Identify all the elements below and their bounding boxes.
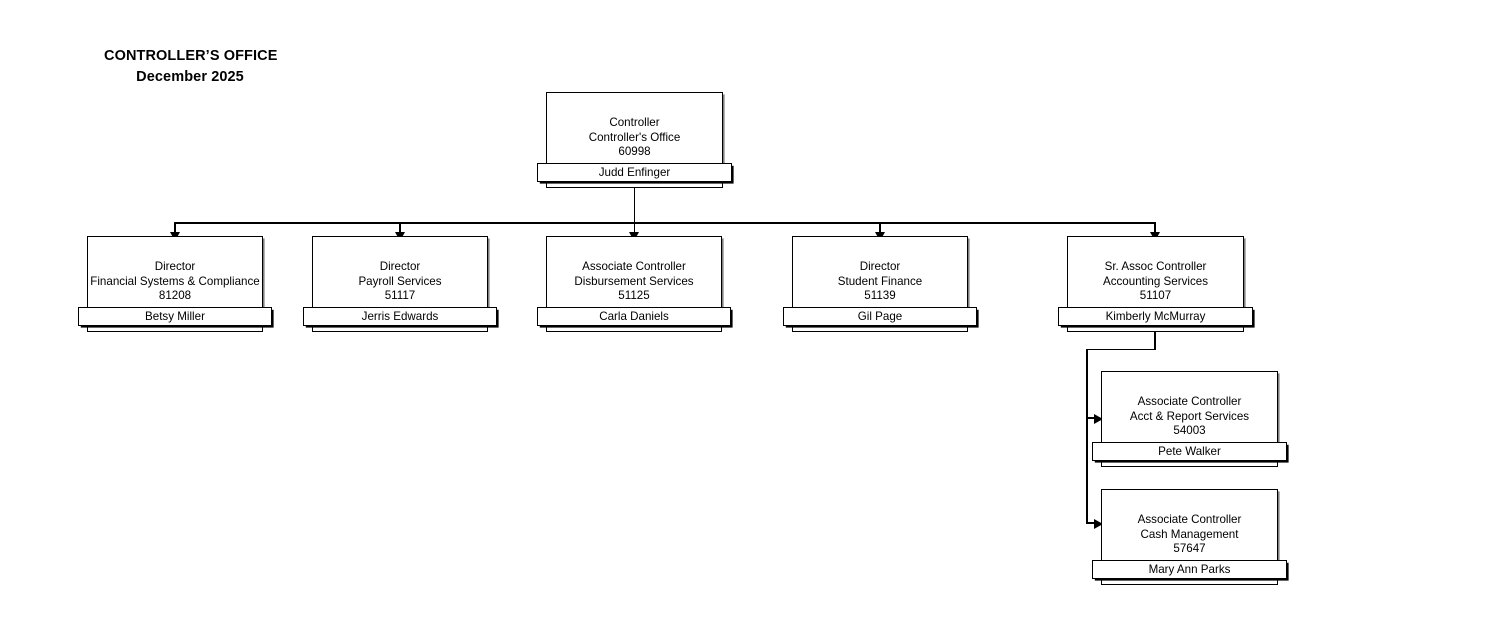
node-person-name: Gil Page bbox=[857, 310, 903, 323]
node-title: Director bbox=[379, 260, 421, 274]
node-name-plate: Jerris Edwards bbox=[303, 307, 497, 326]
node-body: Associate Controller Cash Management 576… bbox=[1101, 489, 1278, 564]
node-body: Controller Controller's Office 60998 bbox=[546, 92, 723, 167]
node-title: Associate Controller bbox=[1137, 513, 1242, 527]
connector-drop-child2 bbox=[399, 222, 401, 234]
node-title: Sr. Assoc Controller bbox=[1104, 260, 1207, 274]
node-name-plate: Mary Ann Parks bbox=[1092, 560, 1287, 579]
node-name-plate: Pete Walker bbox=[1092, 442, 1287, 461]
node-code: 51107 bbox=[1139, 289, 1172, 303]
node-department: Accounting Services bbox=[1102, 274, 1209, 288]
node-body: Director Financial Systems & Compliance … bbox=[87, 236, 263, 311]
node-name-plate: Gil Page bbox=[783, 307, 977, 326]
node-code: 81208 bbox=[158, 289, 192, 303]
node-person-name: Judd Enfinger bbox=[598, 166, 671, 179]
connector-root-stem bbox=[633, 186, 636, 223]
node-title: Controller bbox=[609, 116, 660, 130]
node-person-name: Jerris Edwards bbox=[361, 310, 439, 323]
node-name-plate: Betsy Miller bbox=[78, 307, 272, 326]
node-department: Acct & Report Services bbox=[1129, 409, 1250, 423]
node-body: Associate Controller Acct & Report Servi… bbox=[1101, 371, 1278, 446]
node-code: 57647 bbox=[1173, 542, 1206, 556]
node-code: 51117 bbox=[384, 289, 416, 303]
connector-into-grandchild2 bbox=[1086, 522, 1098, 524]
connector-drop-child5 bbox=[1154, 222, 1156, 234]
connector-child5-stem bbox=[1154, 331, 1156, 350]
node-title: Director bbox=[859, 260, 901, 274]
node-person-name: Kimberly McMurray bbox=[1105, 310, 1206, 323]
node-person-name: Pete Walker bbox=[1158, 445, 1221, 458]
node-body: Sr. Assoc Controller Accounting Services… bbox=[1067, 236, 1244, 311]
connector-drop-child1 bbox=[174, 222, 176, 234]
node-title: Associate Controller bbox=[1137, 395, 1242, 409]
node-department: Financial Systems & Compliance bbox=[90, 274, 260, 288]
node-person-name: Carla Daniels bbox=[599, 310, 669, 323]
node-department: Controller's Office bbox=[588, 130, 681, 144]
chart-title-line-1: CONTROLLER’S OFFICE bbox=[104, 48, 278, 64]
connector-child5-elbow bbox=[1086, 348, 1155, 351]
node-code: 54003 bbox=[1173, 424, 1206, 438]
node-code: 60998 bbox=[618, 145, 651, 159]
node-department: Payroll Services bbox=[358, 274, 442, 288]
arrow-grandchild1 bbox=[1094, 413, 1103, 424]
connector-grandchild-spine bbox=[1086, 348, 1088, 524]
node-body: Director Student Finance 51139 bbox=[792, 236, 968, 311]
node-body: Associate Controller Disbursement Servic… bbox=[546, 236, 722, 311]
node-department: Disbursement Services bbox=[574, 274, 694, 288]
node-person-name: Mary Ann Parks bbox=[1148, 563, 1231, 576]
node-name-plate: Judd Enfinger bbox=[537, 163, 732, 182]
connector-level1-bus bbox=[175, 222, 1155, 224]
chart-title-line-2: December 2025 bbox=[136, 69, 244, 85]
connector-into-grandchild1 bbox=[1086, 417, 1098, 419]
node-code: 51125 bbox=[618, 289, 650, 303]
node-name-plate: Kimberly McMurray bbox=[1058, 307, 1253, 326]
node-department: Cash Management bbox=[1140, 527, 1239, 541]
node-department: Student Finance bbox=[837, 274, 923, 288]
node-title: Associate Controller bbox=[582, 260, 686, 274]
node-name-plate: Carla Daniels bbox=[537, 307, 731, 326]
connector-drop-child3 bbox=[633, 222, 636, 234]
arrow-grandchild2 bbox=[1094, 518, 1103, 529]
node-person-name: Betsy Miller bbox=[145, 310, 205, 323]
chart-title: CONTROLLER’S OFFICE December 2025 bbox=[104, 46, 278, 88]
node-title: Director bbox=[154, 260, 196, 274]
connector-drop-child4 bbox=[879, 222, 881, 234]
node-code: 51139 bbox=[864, 289, 896, 303]
node-body: Director Payroll Services 51117 bbox=[312, 236, 488, 311]
